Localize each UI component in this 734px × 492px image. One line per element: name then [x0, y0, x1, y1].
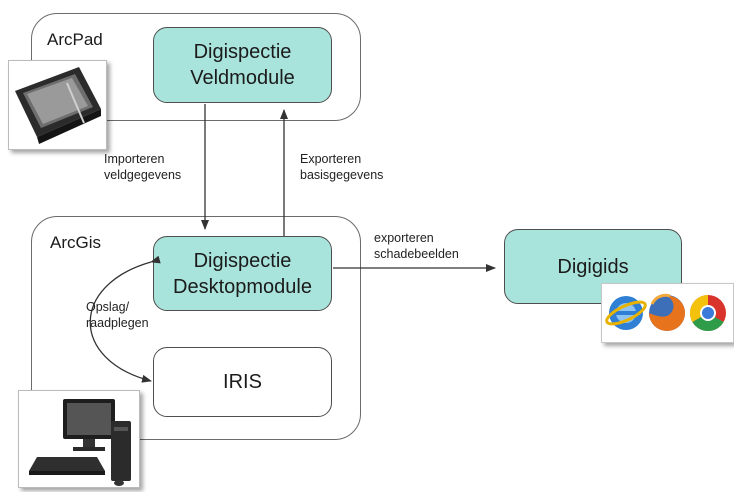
arrow-opslag: [89, 255, 161, 383]
veldmodule-node: Digispectie Veldmodule: [153, 27, 332, 103]
tablet-pc-icon: [8, 60, 107, 150]
desktop-computer-icon: [18, 390, 140, 488]
label-importeren: Importeren veldgegevens: [104, 152, 182, 182]
firefox-icon: [649, 293, 685, 331]
arcpad-label: ArcPad: [47, 30, 103, 49]
browser-icons-bar: [601, 283, 734, 343]
label-exporteren: Exporteren basisgegevens: [300, 152, 384, 182]
chrome-icon: [689, 295, 726, 332]
label-opslag: Opslag/ raadplegen: [86, 300, 149, 330]
desktopmodule-node: Digispectie Desktopmodule: [153, 236, 332, 311]
arcgis-label: ArcGis: [50, 233, 101, 252]
internet-explorer-icon: [605, 296, 647, 330]
iris-node: IRIS: [153, 347, 332, 417]
label-exporteren-schade: exporteren schadebeelden: [374, 231, 459, 261]
